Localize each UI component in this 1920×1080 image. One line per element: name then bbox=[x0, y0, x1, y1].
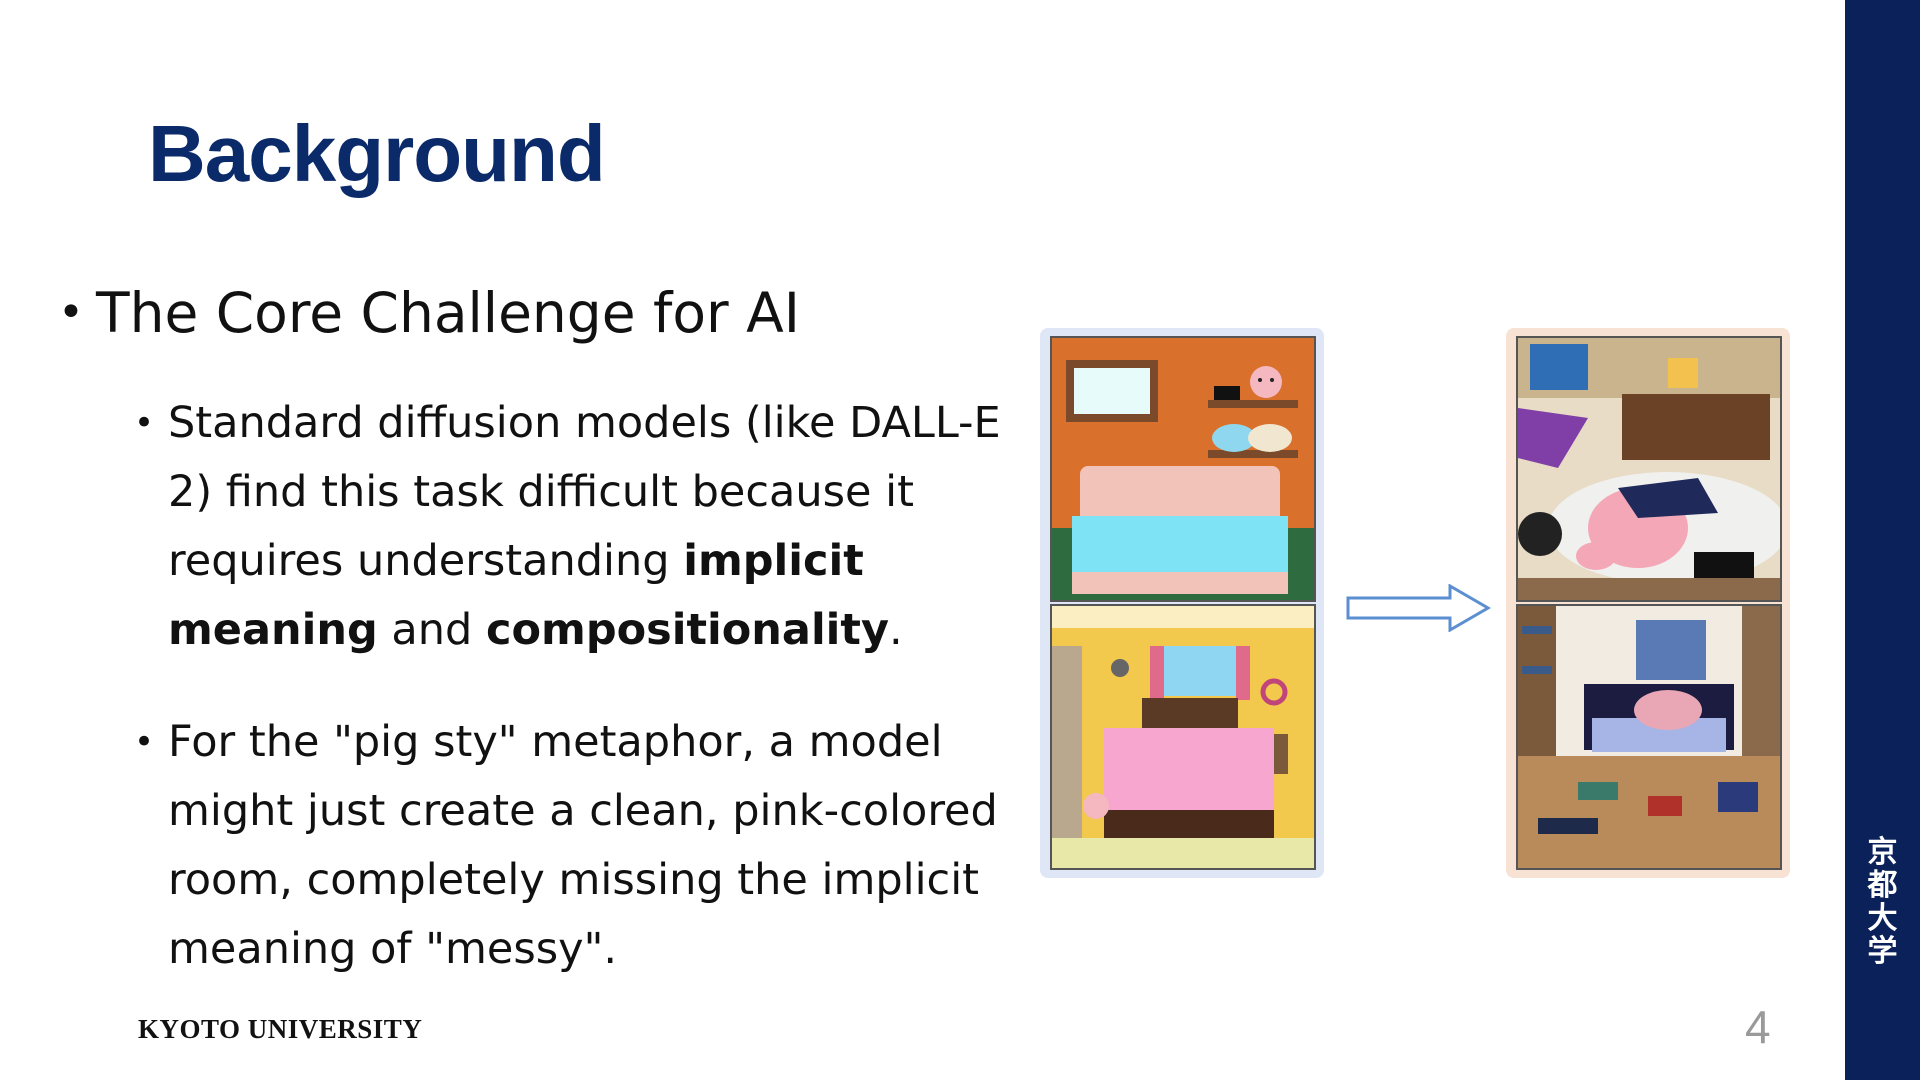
bullet-text: Standard diffusion models (like DALL-E 2… bbox=[168, 398, 1001, 586]
right-sidebar: 京 都 大 学 bbox=[1845, 0, 1920, 1080]
kyoto-kanji-logo: 京 都 大 学 bbox=[1845, 836, 1920, 968]
bullet-text: and bbox=[377, 605, 486, 655]
footer-university-name: KYOTO UNIVERSITY bbox=[138, 1014, 423, 1044]
kanji-char: 都 bbox=[1867, 868, 1898, 903]
bullet-bold-text: compositionality bbox=[485, 605, 890, 655]
arrow-right-icon bbox=[1346, 584, 1491, 632]
bullet-list: The Core Challenge for AI Standard diffu… bbox=[58, 280, 1018, 992]
bullet-text: . bbox=[889, 605, 903, 655]
clean-room-image-2 bbox=[1050, 604, 1316, 870]
clean-room-images-panel bbox=[1040, 328, 1324, 878]
messy-room-image-1 bbox=[1516, 336, 1782, 602]
kanji-char: 京 bbox=[1867, 835, 1898, 870]
messy-room-image-2 bbox=[1516, 604, 1782, 870]
slide-title: Background bbox=[148, 109, 606, 198]
bullet-sub-1: Standard diffusion models (like DALL-E 2… bbox=[134, 389, 1018, 665]
bullet-sub-2: For the "pig sty" metaphor, a model migh… bbox=[134, 708, 1018, 984]
bullet-bold-text: implicit meaning bbox=[168, 536, 864, 655]
page-number: 4 bbox=[1745, 1001, 1771, 1053]
messy-room-images-panel bbox=[1506, 328, 1790, 878]
clean-room-image-1 bbox=[1050, 336, 1316, 602]
kanji-char: 学 bbox=[1867, 934, 1898, 969]
bullet-main: The Core Challenge for AI bbox=[58, 280, 1018, 346]
kanji-char: 大 bbox=[1867, 901, 1898, 936]
